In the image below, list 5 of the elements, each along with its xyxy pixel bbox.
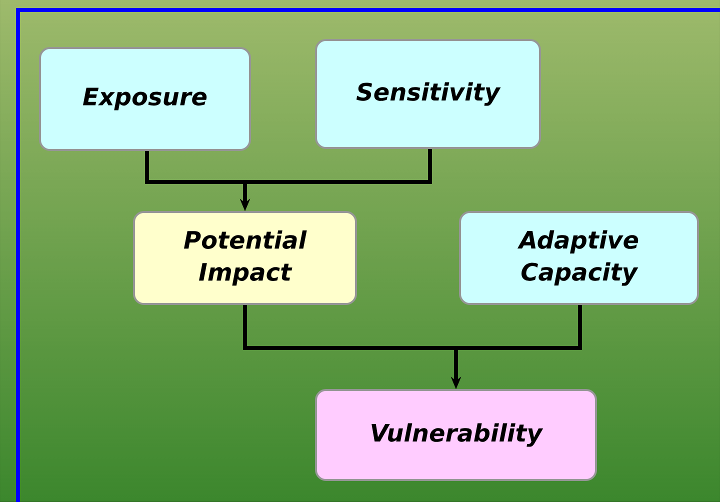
process-box: Potential Impact [133,211,357,305]
process-box: Exposure [39,47,251,151]
process-box: Adaptive Capacity [459,211,699,305]
process-box: Sensitivity [315,39,541,149]
process-box: Vulnerability [315,389,597,481]
